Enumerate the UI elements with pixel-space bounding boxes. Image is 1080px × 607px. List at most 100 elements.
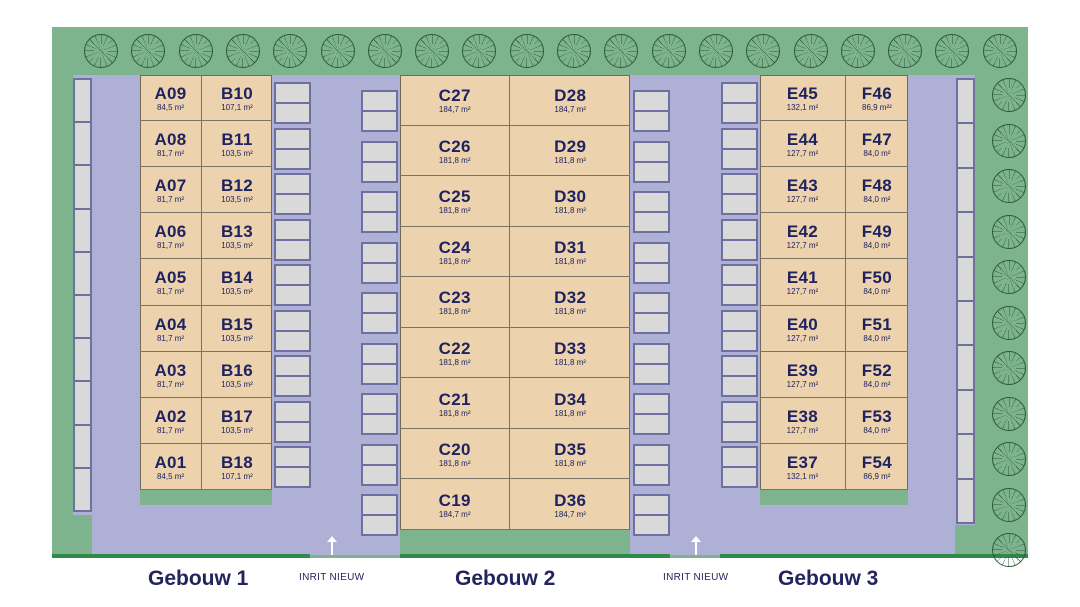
- parking-space: [73, 207, 92, 253]
- parking-space: [721, 238, 758, 261]
- tree-icon: [992, 123, 1026, 158]
- unit-id: C27: [438, 86, 471, 106]
- parking-space: [361, 362, 398, 385]
- parking-space: [956, 255, 975, 302]
- parking-space: [721, 400, 758, 423]
- unit-area: 127,7 m²: [786, 333, 819, 343]
- parking-space: [274, 355, 311, 377]
- parking-space: [73, 423, 92, 469]
- tree-icon: [367, 34, 402, 68]
- building-1-label: Gebouw 1: [148, 567, 249, 590]
- unit-area: 127,7 m²: [786, 195, 819, 205]
- parking-space: [721, 329, 758, 352]
- unit-area: 84,0 m²: [863, 333, 891, 343]
- parking-space: [361, 312, 398, 334]
- parking-space: [633, 514, 670, 536]
- tree-icon: [320, 34, 355, 68]
- parking-space: [721, 355, 758, 377]
- unit-area: 181,8 m²: [554, 256, 586, 266]
- unit-area: 184,7 m²: [438, 509, 471, 519]
- unit-id: E40: [786, 314, 818, 334]
- unit-id: E38: [786, 406, 818, 426]
- unit-id: E44: [786, 130, 818, 150]
- arrow-up-icon: [327, 536, 337, 555]
- parking-space: [956, 78, 975, 125]
- parking-space: [274, 375, 311, 397]
- parking-space: [721, 193, 758, 215]
- tree-icon: [935, 34, 970, 68]
- parking-space: [633, 110, 670, 132]
- parking-space: [361, 90, 398, 112]
- parking-space: [274, 147, 311, 170]
- unit-area: 181,8 m²: [554, 358, 586, 368]
- tree-icon: [992, 533, 1026, 567]
- unit-area: 86,9 m²²: [862, 103, 892, 113]
- parking-space: [274, 193, 311, 215]
- parking-space: [274, 446, 311, 468]
- unit-id: C24: [438, 237, 471, 257]
- unit-id: F49: [861, 222, 892, 242]
- unit-area: 84,5 m²: [156, 471, 185, 481]
- parking-space: [956, 122, 975, 169]
- road: [140, 505, 272, 555]
- unit-area: 132,1 m²: [786, 471, 819, 481]
- parking-space: [73, 294, 92, 340]
- tree-icon: [982, 34, 1017, 68]
- unit-area: 103,5 m²: [221, 287, 253, 297]
